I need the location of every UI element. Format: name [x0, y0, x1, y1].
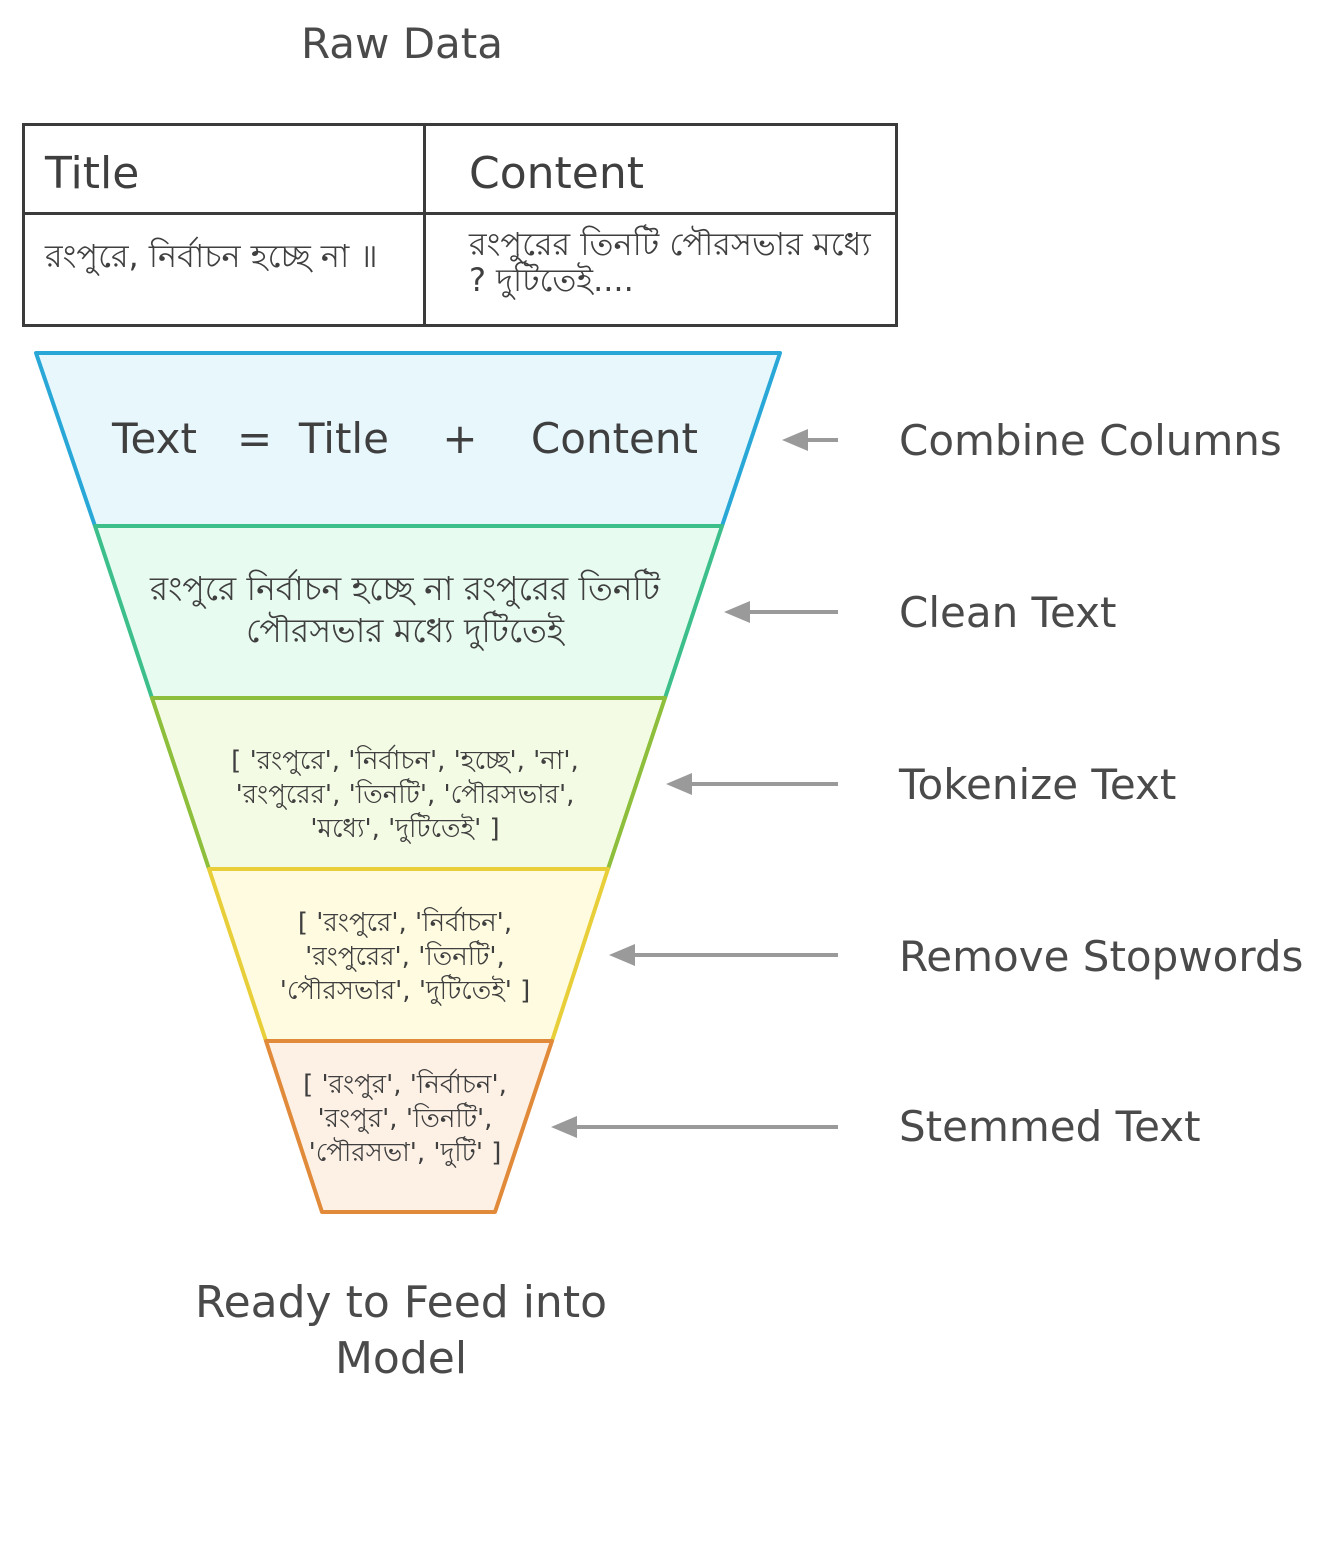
arrow-stopwords — [609, 944, 838, 966]
table-cell-title: রংপুরে, নির্বাচন হচ্ছে না ॥ — [45, 237, 378, 275]
table-row-divider — [25, 212, 895, 215]
table-column-divider — [423, 126, 426, 324]
stage-2-text: রংপুরে নির্বাচন হচ্ছে না রংপুরের তিনটি প… — [150, 569, 660, 650]
stage-4-text: [ 'রংপুরে', 'নির্বাচন', 'রংপুরের', 'তিনট… — [279, 908, 531, 1006]
output-caption: Ready to Feed into Model — [195, 1277, 607, 1384]
stage-3-text: [ 'রংপুরে', 'নির্বাচন', 'হচ্ছে', 'না', '… — [231, 746, 579, 844]
arrow-clean — [724, 601, 838, 623]
label-remove-stopwords: Remove Stopwords — [899, 932, 1304, 981]
arrow-tokenize — [666, 773, 838, 795]
label-combine-columns: Combine Columns — [899, 416, 1282, 465]
raw-data-table: Title Content রংপুরে, নির্বাচন হচ্ছে না … — [22, 123, 898, 327]
funnel-stage-5 — [264, 1039, 554, 1214]
arrow-combine — [782, 429, 838, 451]
label-stemmed-text: Stemmed Text — [899, 1102, 1201, 1151]
stage-5-text: [ 'রংপুর', 'নির্বাচন', 'রংপুর', 'তিনটি',… — [303, 1070, 507, 1168]
raw-data-title: Raw Data — [301, 19, 503, 68]
arrow-stemmed — [551, 1116, 838, 1138]
table-header-title: Title — [45, 148, 140, 199]
table-header-content: Content — [469, 148, 644, 199]
table-cell-content: রংপুরের তিনটি পৌরসভার মধ্যে ? দুটিতেই...… — [469, 225, 871, 299]
stage-1-text: Text = Title + Content — [112, 414, 698, 463]
label-clean-text: Clean Text — [899, 588, 1117, 637]
label-tokenize-text: Tokenize Text — [899, 760, 1177, 809]
